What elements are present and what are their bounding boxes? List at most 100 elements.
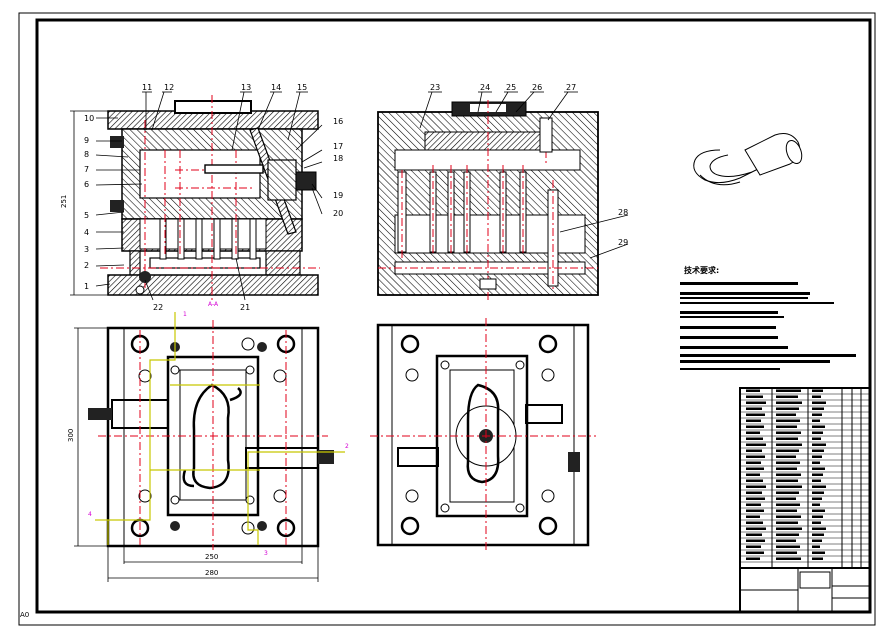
bom-cell-mark	[776, 545, 800, 548]
callout-3: 3	[84, 245, 89, 254]
bom-cell-mark	[746, 521, 763, 524]
marker-2: 2	[345, 443, 349, 450]
callout-6: 6	[84, 180, 89, 189]
plan-view-moving-half	[88, 312, 345, 550]
bom-fill	[746, 389, 826, 560]
bom-cell-mark	[776, 539, 796, 542]
bom-cell-mark	[776, 509, 797, 512]
bom-cell-mark	[812, 485, 826, 488]
bom-cell-mark	[812, 533, 824, 536]
bom-cell-mark	[776, 437, 798, 440]
bom-cell-mark	[812, 389, 823, 392]
callout-15: 15	[297, 83, 307, 92]
callout-23: 23	[430, 83, 440, 92]
callout-5: 5	[84, 211, 89, 220]
bom-cell-mark	[746, 509, 764, 512]
callouts-front-left: 10 9 8 7 6 5 4 3 2 1	[84, 114, 143, 291]
bom-cell-mark	[812, 557, 823, 560]
bom-cell-mark	[776, 455, 796, 458]
bom-cell-mark	[812, 461, 820, 464]
bom-cell-mark	[776, 449, 799, 452]
dim-front-height-text: 251	[60, 195, 68, 208]
bom-cell-mark	[746, 443, 766, 446]
sheet-code: A0	[20, 611, 29, 619]
callout-22: 22	[153, 303, 163, 312]
tech-requirements-title: 技术要求:	[684, 265, 719, 275]
bom-cell-mark	[746, 389, 760, 392]
callout-1: 1	[84, 282, 89, 291]
callout-26: 26	[532, 83, 542, 92]
bom-cell-mark	[746, 551, 764, 554]
bom-cell-mark	[812, 467, 825, 470]
bom-cell-mark	[776, 515, 801, 518]
bom-cell-mark	[746, 467, 764, 470]
bom-cell-mark	[776, 407, 799, 410]
bom-cell-mark	[812, 449, 824, 452]
dim-plan: 250 280 300	[67, 327, 319, 582]
side-section-view	[377, 100, 599, 300]
bom-cell-mark	[812, 473, 823, 476]
bom-cell-mark	[812, 497, 822, 500]
bom-cell-mark	[776, 425, 797, 428]
bom-cell-mark	[776, 443, 802, 446]
bom-cell-mark	[812, 419, 820, 422]
bom-rows	[740, 393, 870, 563]
callout-18: 18	[333, 154, 343, 163]
bom-cell-mark	[812, 401, 826, 404]
callouts-side: 23 24 25 26 27 28 29	[419, 83, 628, 259]
front-section-view: A-A	[100, 95, 320, 308]
callouts-front-top: 11 12 13 14 15 16 17 18 19 20 21 22	[142, 83, 343, 312]
bom-cell-mark	[746, 515, 760, 518]
bom-cell-mark	[776, 491, 799, 494]
bom-cell-mark	[812, 407, 824, 410]
dim-plan-250: 250	[205, 553, 218, 561]
callout-8: 8	[84, 150, 89, 159]
callout-13: 13	[241, 83, 251, 92]
bom-cell-mark	[746, 503, 761, 506]
bom-cell-mark	[776, 431, 801, 434]
callout-10: 10	[84, 114, 94, 123]
callout-20: 20	[333, 209, 343, 218]
bom-cell-mark	[746, 497, 765, 500]
bom-cell-mark	[812, 539, 822, 542]
bom-cell-mark	[746, 533, 762, 536]
bom-cell-mark	[812, 395, 821, 398]
bom-cell-mark	[746, 539, 765, 542]
marker-1: 1	[183, 311, 187, 318]
callout-24: 24	[480, 83, 490, 92]
bom-cell-mark	[776, 533, 799, 536]
plan-view-fixed-half	[370, 318, 596, 552]
bom-cell-mark	[776, 521, 798, 524]
bom-cell-mark	[776, 485, 802, 488]
bom-cell-mark	[776, 419, 800, 422]
bom-cell-mark	[776, 413, 796, 416]
inner-frame	[35, 18, 872, 614]
bom-cell-mark	[776, 527, 802, 530]
callout-2: 2	[84, 261, 89, 270]
bom-cell-mark	[812, 503, 820, 506]
callout-4: 4	[84, 228, 89, 237]
bom-cell-mark	[812, 455, 822, 458]
bom-cell-mark	[812, 521, 821, 524]
bom-cell-mark	[776, 401, 802, 404]
bom-cell-mark	[812, 437, 821, 440]
bom-cell-mark	[812, 515, 823, 518]
dim-plan-280: 280	[205, 569, 218, 577]
callout-11: 11	[142, 83, 152, 92]
bom-cell-mark	[812, 491, 824, 494]
bom-cell-mark	[746, 461, 761, 464]
bom-cell-mark	[746, 557, 760, 560]
bom-cell-mark	[776, 557, 801, 560]
bom-cell-mark	[746, 425, 764, 428]
bom-cell-mark	[746, 473, 760, 476]
bom-cell-mark	[812, 509, 825, 512]
marker-4: 4	[88, 511, 92, 518]
bom-cell-mark	[812, 425, 825, 428]
bom-cell-mark	[746, 527, 766, 530]
callout-7: 7	[84, 165, 89, 174]
bom-cell-mark	[776, 461, 800, 464]
bom-cell-mark	[746, 491, 762, 494]
outer-frame	[18, 12, 876, 626]
bom-cell-mark	[776, 479, 798, 482]
